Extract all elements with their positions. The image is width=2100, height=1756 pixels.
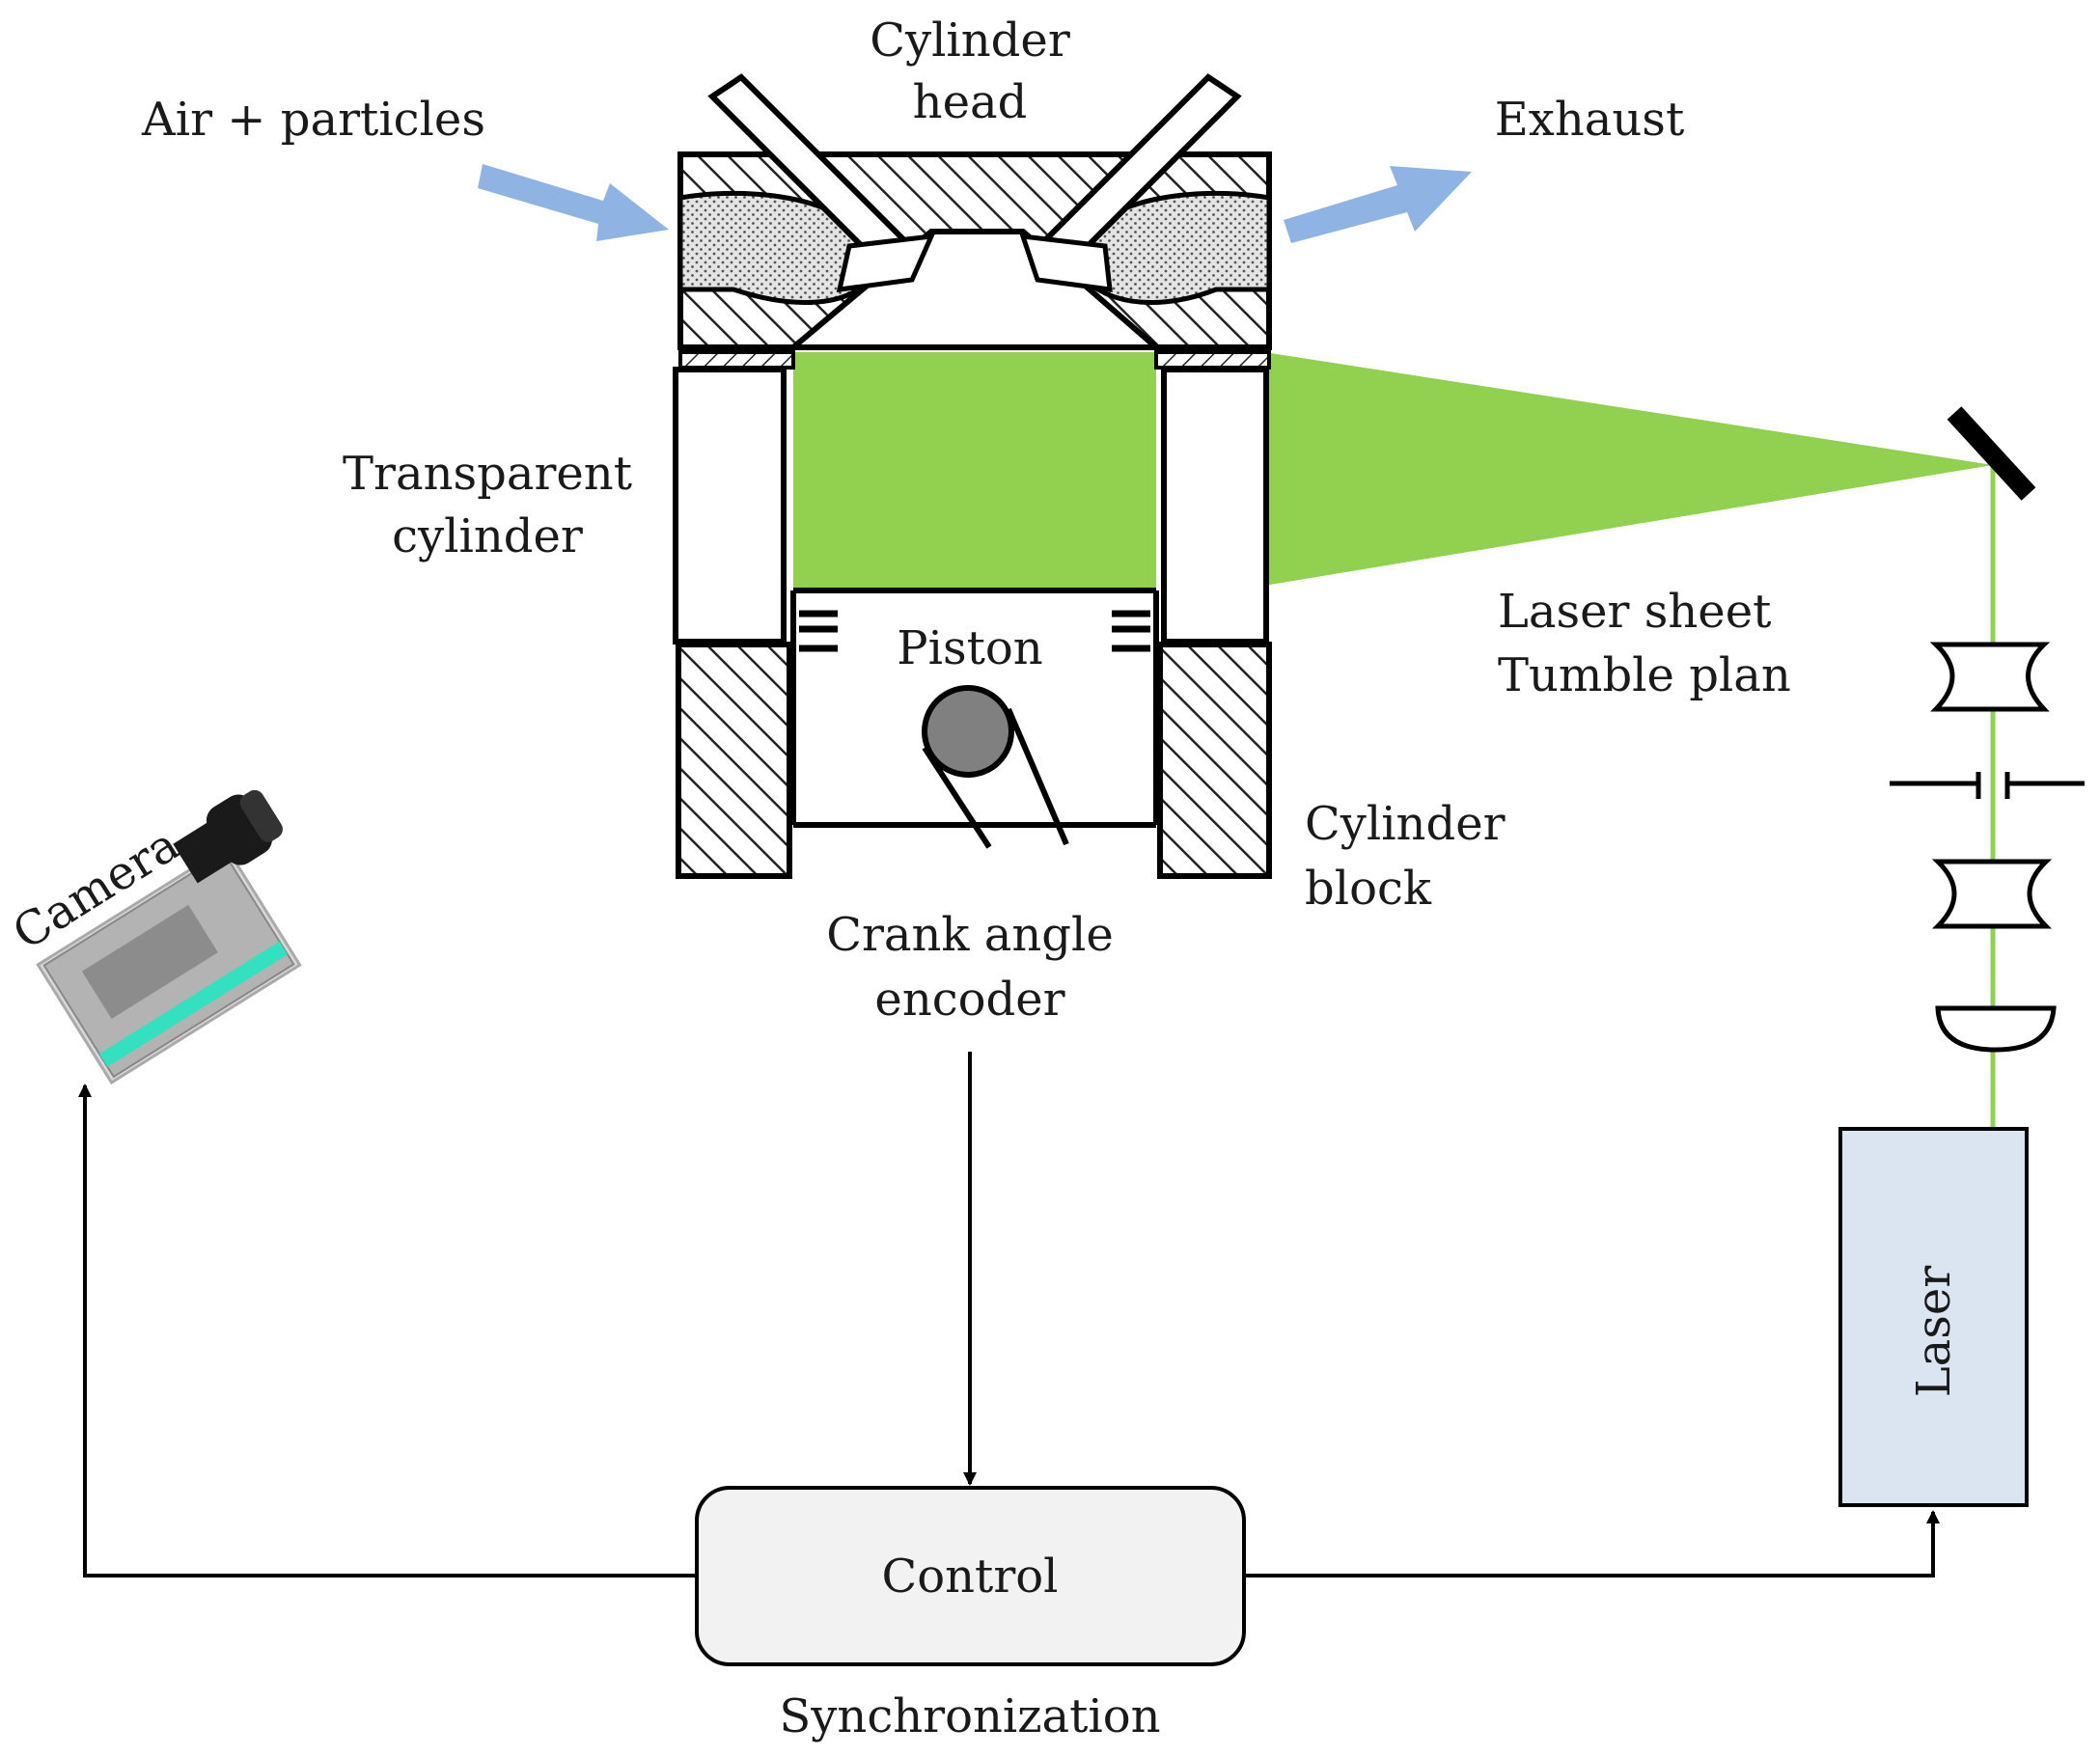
- optics-train: [1890, 642, 2085, 1053]
- cylinder-block-label-line2: block: [1305, 862, 1432, 916]
- laser-sheet-label-line2: Tumble plan: [1498, 648, 1791, 702]
- cylinder-head: [677, 73, 1272, 370]
- aperture: [1890, 772, 2085, 799]
- exhaust-valve: [1019, 73, 1242, 292]
- crank-angle-label-line2: encoder: [874, 973, 1064, 1027]
- piston-label: Piston: [897, 621, 1042, 675]
- piston-rings: [799, 610, 1150, 652]
- laser-sheet-in-cylinder: [793, 352, 1156, 589]
- concave-lens-1: [1929, 642, 2051, 712]
- cylinder-head-label-line2: head: [913, 75, 1028, 129]
- laser-sheet-label-line1: Laser sheet: [1498, 585, 1771, 639]
- exhaust-flow-arrow: [1284, 166, 1472, 243]
- exhaust-label: Exhaust: [1495, 93, 1684, 147]
- connecting-rod: [922, 707, 1069, 849]
- control-to-laser-line: [1244, 1510, 1940, 1578]
- air-particles-label: Air + particles: [141, 93, 485, 147]
- transparent-cylinder-label-line2: cylinder: [392, 509, 583, 563]
- cylinder-block: [676, 642, 1272, 879]
- convex-lens: [1935, 1005, 2057, 1053]
- synchronization-label: Synchronization: [779, 1689, 1160, 1743]
- camera-lens: [173, 789, 283, 884]
- piston: [790, 588, 1159, 849]
- control-to-camera-line: [78, 1084, 697, 1578]
- intake-valve: [707, 73, 936, 292]
- intake-flow-arrow: [478, 164, 669, 241]
- laser-label: Laser: [1907, 1266, 1961, 1398]
- cylinder-head-label-line1: Cylinder: [870, 14, 1070, 68]
- signal-lines: [78, 1052, 1940, 1578]
- transparent-cylinder-label-line1: Transparent: [343, 447, 632, 501]
- cylinder-block-label-line1: Cylinder: [1305, 797, 1506, 851]
- crank-angle-label-line1: Crank angle: [826, 908, 1114, 962]
- camera: [36, 789, 302, 1085]
- transparent-cylinder: [673, 367, 1269, 645]
- laser-sheet-fan: [1264, 352, 1993, 586]
- control-label: Control: [881, 1550, 1058, 1604]
- laser-box: [1838, 1127, 2029, 1507]
- mirror: [1947, 406, 2036, 501]
- concave-lens-2: [1931, 859, 2053, 929]
- piston-pin: [922, 685, 1014, 778]
